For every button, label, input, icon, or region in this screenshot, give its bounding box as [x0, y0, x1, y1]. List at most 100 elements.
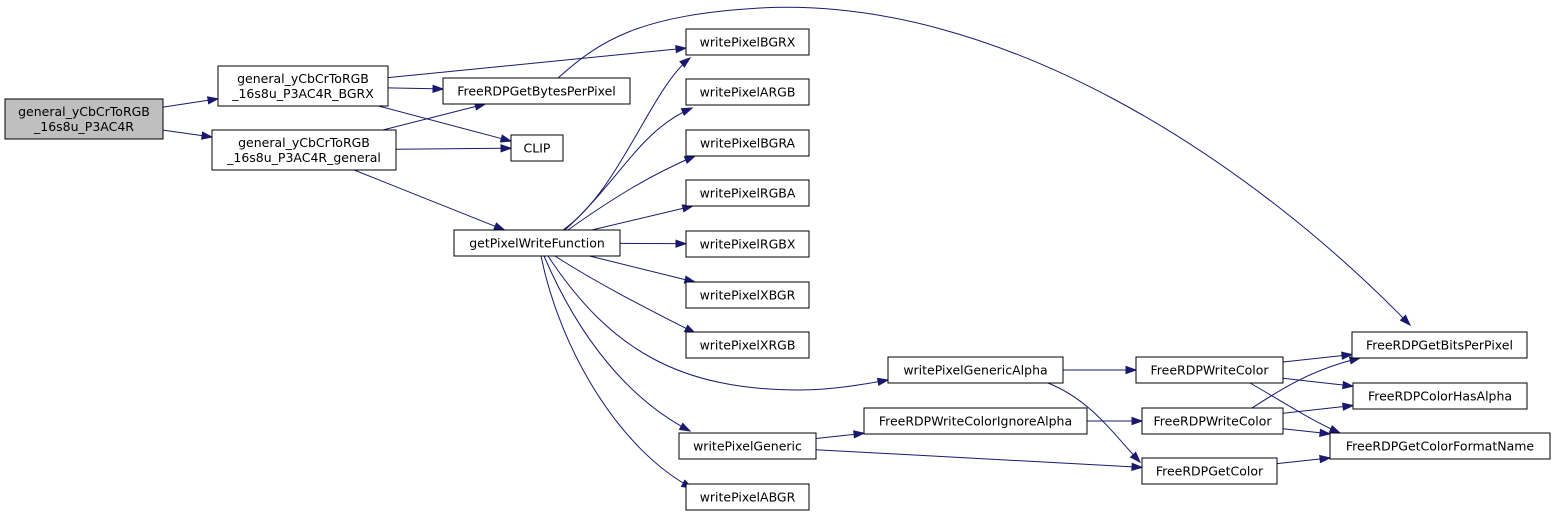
node-label: FreeRDPWriteColor [1153, 414, 1272, 429]
node-root[interactable]: general_yCbCrToRGB_16s8u_P3AC4R [4, 98, 164, 140]
edge-general_fn-to-get_pixel_write [353, 169, 506, 231]
node-get-color[interactable]: FreeRDPGetColor [1141, 457, 1278, 485]
edge-get_pixel_write-to-wp_rgbx [619, 239, 688, 248]
node-clip[interactable]: CLIP [510, 134, 564, 162]
arrow-head [1399, 314, 1412, 327]
edge-line [556, 6, 1411, 326]
arrow-head [499, 134, 513, 143]
edge-wp_generic_alpha-to-get_color [1047, 382, 1142, 464]
node-label: writePixelXRGB [700, 338, 796, 353]
node-get-pixel-write[interactable]: getPixelWriteFunction [453, 229, 621, 257]
arrow-head [680, 107, 694, 116]
edge-bytes_pp-to-bits_pp [556, 6, 1412, 327]
node-label: FreeRDPColorHasAlpha [1368, 389, 1512, 404]
arrow-head [853, 430, 866, 439]
edge-line [387, 87, 435, 90]
edge-wp_generic-to-get_color [815, 449, 1144, 471]
node-label: writePixelGenericAlpha [903, 363, 1047, 378]
edge-line [815, 449, 1134, 468]
edge-write_color_1-to-bits_pp [1282, 351, 1354, 363]
node-label: general_yCbCrToRGB [237, 71, 369, 86]
node-has-alpha[interactable]: FreeRDPColorHasAlpha [1352, 382, 1528, 410]
node-wp-abgr[interactable]: writePixelABGR [685, 483, 810, 511]
arrow-head [493, 222, 506, 231]
edge-wp_generic-to-write_color_ignore_alpha [815, 430, 866, 439]
edge-root-to-bgrx_fn [162, 96, 220, 108]
node-wp-rgbx[interactable]: writePixelRGBX [685, 230, 810, 258]
node-box [1135, 356, 1284, 384]
node-wp-bgra[interactable]: writePixelBGRA [685, 129, 810, 157]
arrow-head [876, 377, 890, 386]
node-box [678, 432, 817, 460]
arrow-head [500, 144, 513, 153]
node-label: _16s8u_P3AC4R_general [226, 150, 381, 165]
edge-get_color-to-format_name [1276, 454, 1332, 465]
node-label: writePixelXBGR [700, 288, 796, 303]
node-label: FreeRDPWriteColorIgnoreAlpha [879, 414, 1072, 429]
node-write-color-2[interactable]: FreeRDPWriteColor [1141, 407, 1284, 435]
edge-bgrx_fn-to-clip [378, 105, 513, 143]
node-box [685, 483, 810, 511]
edge-line [353, 169, 497, 228]
node-wp-xrgb[interactable]: writePixelXRGB [685, 331, 810, 359]
node-wp-generic[interactable]: writePixelGeneric [678, 432, 817, 460]
edge-get_pixel_write-to-wp_xbgr [589, 255, 697, 284]
arrow-head [679, 57, 692, 68]
edge-wp_generic_alpha-to-write_color_1 [1063, 365, 1138, 375]
call-edges [162, 6, 1412, 489]
edge-write_color_2-to-bits_pp [1251, 356, 1362, 409]
edge-get_pixel_write-to-wp_generic [543, 255, 692, 432]
arrow-head [1319, 454, 1332, 464]
edge-get_pixel_write-to-wp_argb [564, 107, 694, 231]
edge-line [564, 107, 693, 231]
node-wp-xbgr[interactable]: writePixelXBGR [685, 281, 810, 309]
edge-write_color_ignore_alpha-to-write_color_2 [1087, 416, 1144, 426]
edge-root-to-general_fn [162, 129, 214, 140]
arrow-head [432, 84, 445, 93]
node-label: CLIP [524, 141, 551, 156]
node-box [685, 230, 810, 258]
node-wp-argb[interactable]: writePixelARGB [685, 78, 810, 106]
node-box [685, 179, 810, 207]
node-bytes-pp[interactable]: FreeRDPGetBytesPerPixel [442, 77, 631, 105]
node-label: writePixelBGRA [700, 136, 796, 151]
node-box [685, 331, 810, 359]
node-label: general_yCbCrToRGB [238, 135, 370, 150]
edge-line [567, 155, 696, 231]
edge-get_pixel_write-to-wp_rgba [591, 204, 695, 231]
node-box [1329, 432, 1551, 460]
edge-line [1282, 428, 1322, 434]
node-box [453, 229, 621, 257]
arrow-head [1131, 416, 1144, 426]
arrow-head [675, 239, 688, 248]
node-format-name[interactable]: FreeRDPGetColorFormatName [1329, 432, 1551, 460]
node-box [510, 134, 564, 162]
arrow-head [683, 155, 697, 164]
node-box [685, 129, 810, 157]
node-wp-generic-alpha[interactable]: writePixelGenericAlpha [887, 356, 1064, 384]
arrow-head [675, 44, 688, 54]
node-wp-bgrx[interactable]: writePixelBGRX [685, 28, 810, 56]
node-wp-rgba[interactable]: writePixelRGBA [685, 179, 810, 207]
node-bgrx-fn[interactable]: general_yCbCrToRGB_16s8u_P3AC4R_BGRX [217, 65, 389, 107]
node-write-color-ignore-alpha[interactable]: FreeRDPWriteColorIgnoreAlpha [863, 407, 1088, 435]
node-label: FreeRDPGetBitsPerPixel [1366, 338, 1513, 353]
node-general-fn[interactable]: general_yCbCrToRGB_16s8u_P3AC4R_general [211, 129, 397, 171]
edge-general_fn-to-bytes_pp [382, 102, 487, 131]
edge-line [543, 255, 691, 432]
arrow-head [1328, 424, 1342, 434]
edge-get_pixel_write-to-wp_generic_alpha [547, 255, 890, 391]
edge-write_color_2-to-format_name [1282, 428, 1332, 437]
arrow-head [1342, 380, 1355, 390]
node-box [1352, 382, 1528, 410]
node-write-color-1[interactable]: FreeRDPWriteColor [1135, 356, 1284, 384]
edge-line [1282, 354, 1344, 363]
node-label: writePixelBGRX [700, 35, 796, 50]
edge-line [395, 147, 503, 150]
edge-line [1276, 458, 1322, 465]
node-bits-pp[interactable]: FreeRDPGetBitsPerPixel [1351, 331, 1528, 359]
arrow-head [1342, 402, 1355, 411]
node-box [442, 77, 631, 105]
edge-line [162, 129, 204, 137]
node-box [4, 98, 164, 140]
